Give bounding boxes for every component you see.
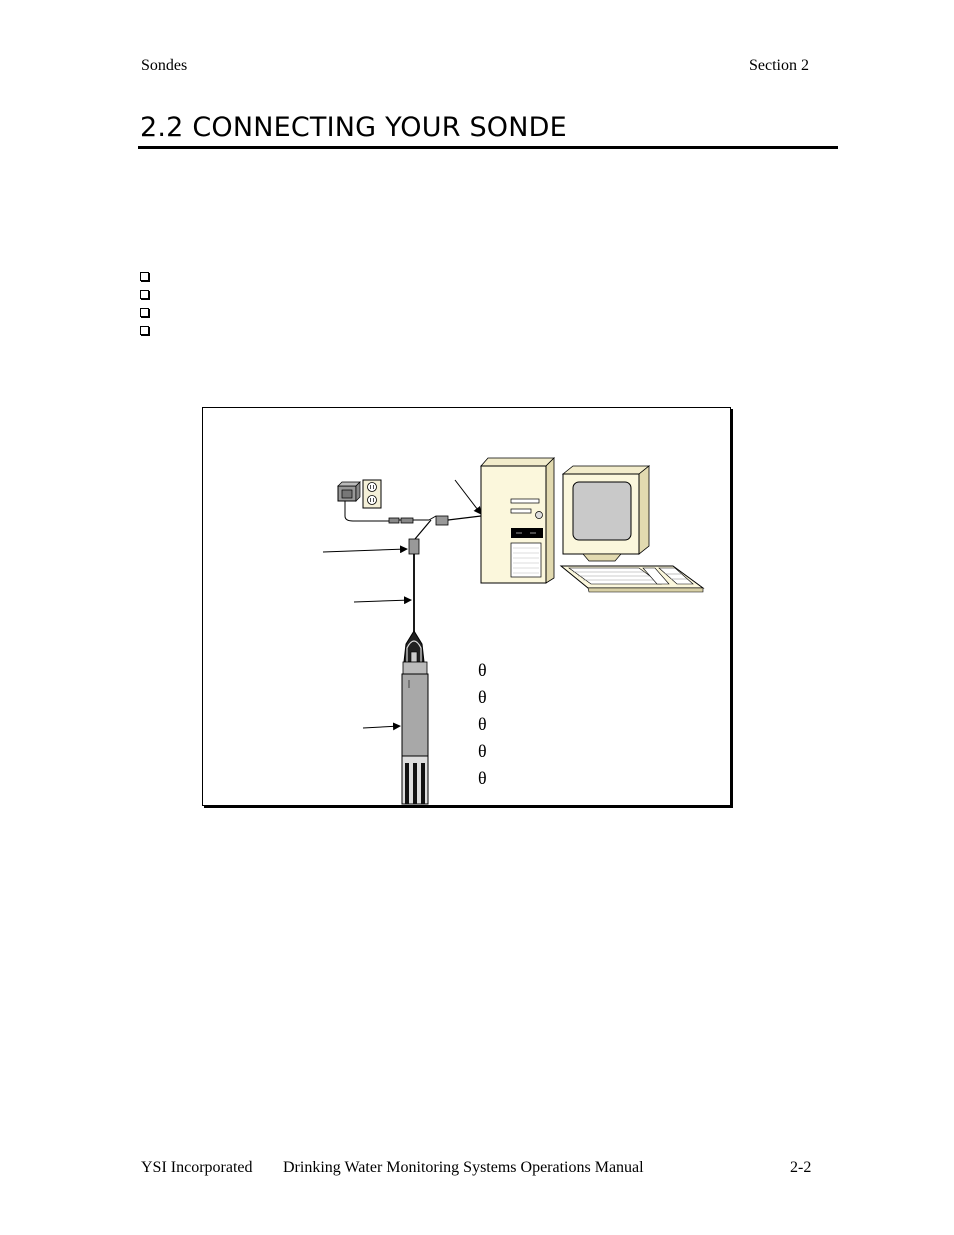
power-adapter-icon [337, 481, 361, 502]
connection-diagram [202, 407, 731, 806]
keyboard-icon [559, 565, 705, 593]
monitor-icon [561, 465, 651, 562]
sonde-icon [401, 630, 429, 805]
figure-bullet: θ [478, 768, 487, 788]
wall-outlet-icon [362, 479, 382, 509]
footer-page-number: 2-2 [790, 1159, 812, 1176]
callout-arrow [454, 479, 482, 515]
figure-bullet: θ [478, 741, 487, 761]
figure-bullet: θ [478, 660, 487, 680]
section-title: 2.2 CONNECTING YOUR SONDE [140, 112, 567, 143]
callout-arrow [353, 596, 412, 605]
connection-diagram-drawing [322, 457, 705, 805]
callout-arrow [362, 722, 401, 731]
footer-company: YSI Incorporated [141, 1159, 253, 1176]
footer-manual-title: Drinking Water Monitoring Systems Operat… [283, 1159, 644, 1176]
checkbox-icon [140, 326, 149, 335]
callout-arrow [322, 545, 408, 554]
running-header-left: Sondes [141, 57, 188, 74]
figure-bullet: θ [478, 714, 487, 734]
checkbox-icon [140, 290, 149, 299]
checkbox-icon [140, 308, 149, 317]
running-header-right: Section 2 [749, 57, 809, 74]
title-rule [138, 146, 838, 149]
checkbox-icon [140, 272, 149, 281]
figure-bullet: θ [478, 687, 487, 707]
computer-tower-icon [480, 457, 555, 584]
